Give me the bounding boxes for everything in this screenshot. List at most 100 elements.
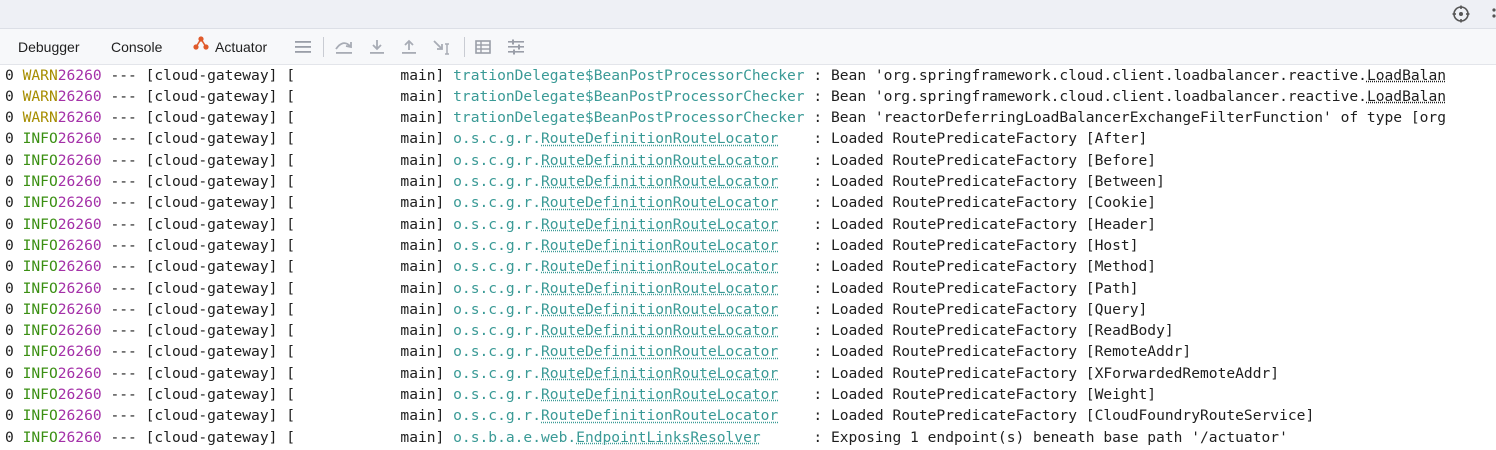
trace-settings-icon[interactable]	[505, 36, 527, 58]
log-padding	[778, 216, 813, 233]
log-message: Loaded RoutePredicateFactory [After]	[830, 130, 1148, 148]
step-into-icon[interactable]	[366, 36, 388, 58]
debug-toolbar: Debugger Console Actuator	[0, 29, 1496, 65]
tab-debugger[interactable]: Debugger	[18, 29, 80, 64]
log-app-name: [cloud-gateway]	[145, 386, 278, 403]
target-icon[interactable]	[1451, 4, 1471, 24]
log-colon: :	[813, 364, 831, 382]
log-level: INFO	[13, 236, 58, 254]
log-thread: [ main]	[277, 386, 454, 403]
log-message: Loaded RoutePredicateFactory [RemoteAddr…	[830, 343, 1192, 361]
log-colon: :	[813, 279, 831, 297]
log-thread: [ main]	[277, 236, 454, 254]
log-thread: [ main]	[277, 428, 454, 446]
log-padding	[778, 173, 813, 190]
tab-console[interactable]: Console	[111, 29, 162, 64]
log-logger-link[interactable]: RouteDefinitionRouteLocator	[541, 407, 779, 425]
log-line-fragment: 0	[5, 407, 14, 425]
log-thread: [ main]	[277, 407, 454, 425]
log-message: Loaded RoutePredicateFactory [Between]	[830, 173, 1165, 190]
tab-actuator[interactable]: Actuator	[192, 29, 267, 64]
log-logger-link[interactable]: RouteDefinitionRouteLocator	[541, 386, 779, 403]
log-message-link[interactable]: LoadBalan	[1366, 66, 1447, 84]
log-separator: ---	[101, 258, 146, 276]
log-message: Loaded RoutePredicateFactory [Host]	[830, 236, 1139, 254]
log-line: 0 INFO26260 --- [cloud-gateway] [ main] …	[5, 235, 1139, 256]
log-logger-link[interactable]: RouteDefinitionRouteLocator	[541, 322, 779, 340]
log-logger-link[interactable]: RouteDefinitionRouteLocator	[541, 300, 779, 318]
log-line: 0 INFO26260 --- [cloud-gateway] [ main] …	[5, 363, 1279, 384]
log-line-fragment: 0	[5, 343, 14, 361]
log-level: INFO	[13, 428, 58, 446]
log-colon: :	[813, 428, 831, 446]
log-app-name: [cloud-gateway]	[145, 66, 278, 84]
log-line: 0 INFO26260 --- [cloud-gateway] [ main] …	[5, 341, 1191, 362]
log-line-fragment: 0	[5, 279, 14, 297]
log-logger-link[interactable]: RouteDefinitionRouteLocator	[541, 364, 779, 382]
log-message-link[interactable]: LoadBalan	[1366, 87, 1447, 105]
log-separator: ---	[101, 364, 146, 382]
log-message: Bean 'org.springframework.cloud.client.l…	[830, 87, 1367, 105]
log-line-fragment: 0	[5, 428, 14, 446]
log-pid: 26260	[57, 364, 102, 382]
log-line: 0 WARN26260 --- [cloud-gateway] [ main] …	[5, 65, 1446, 86]
more-options-icon[interactable]	[1488, 4, 1496, 24]
log-separator: ---	[101, 343, 146, 361]
log-line: 0 INFO26260 --- [cloud-gateway] [ main] …	[5, 256, 1156, 277]
log-thread: [ main]	[277, 173, 454, 190]
log-padding	[778, 258, 813, 275]
log-logger-prefix: o.s.c.g.r.	[453, 151, 542, 169]
log-colon: :	[813, 407, 831, 425]
log-logger-link[interactable]: EndpointLinksResolver	[576, 428, 761, 446]
log-thread: [ main]	[277, 279, 454, 297]
log-pid: 26260	[57, 386, 102, 403]
log-logger-prefix: o.s.c.g.r.	[453, 258, 542, 276]
evaluate-table-icon[interactable]	[472, 36, 494, 58]
log-line-fragment: 0	[5, 300, 14, 318]
log-pid: 26260	[57, 109, 102, 127]
log-message: Exposing 1 endpoint(s) beneath base path…	[830, 428, 1288, 446]
log-line-fragment: 0	[5, 87, 14, 105]
log-app-name: [cloud-gateway]	[145, 236, 278, 254]
log-app-name: [cloud-gateway]	[145, 173, 278, 190]
log-line-fragment: 0	[5, 109, 14, 127]
log-pid: 26260	[57, 215, 102, 233]
run-to-cursor-icon[interactable]	[431, 36, 453, 58]
log-app-name: [cloud-gateway]	[145, 322, 278, 340]
log-level: WARN	[13, 66, 58, 84]
log-level: INFO	[13, 173, 58, 190]
log-separator: ---	[101, 215, 146, 233]
log-app-name: [cloud-gateway]	[145, 364, 278, 382]
log-separator: ---	[101, 87, 146, 105]
step-over-icon[interactable]	[333, 36, 355, 58]
log-colon: :	[813, 322, 831, 340]
log-logger-link[interactable]: RouteDefinitionRouteLocator	[541, 130, 779, 148]
log-separator: ---	[101, 300, 146, 318]
log-logger-link[interactable]: RouteDefinitionRouteLocator	[541, 279, 779, 297]
log-thread: [ main]	[277, 151, 454, 169]
log-logger-link[interactable]: RouteDefinitionRouteLocator	[541, 194, 779, 212]
log-level: INFO	[13, 194, 58, 212]
log-line: 0 INFO26260 --- [cloud-gateway] [ main] …	[5, 214, 1156, 235]
log-level: INFO	[13, 364, 58, 382]
log-pid: 26260	[57, 130, 102, 148]
log-thread: [ main]	[277, 87, 454, 105]
log-logger-link[interactable]: RouteDefinitionRouteLocator	[541, 173, 779, 190]
log-app-name: [cloud-gateway]	[145, 109, 278, 127]
log-padding	[778, 343, 813, 360]
menu-icon[interactable]	[292, 36, 314, 58]
log-thread: [ main]	[277, 300, 454, 318]
log-logger-link[interactable]: RouteDefinitionRouteLocator	[541, 151, 779, 169]
log-level: WARN	[13, 109, 58, 127]
step-out-icon[interactable]	[398, 36, 420, 58]
log-logger-link[interactable]: RouteDefinitionRouteLocator	[541, 258, 779, 276]
log-separator: ---	[101, 109, 146, 127]
log-logger-link[interactable]: RouteDefinitionRouteLocator	[541, 343, 779, 361]
console-output[interactable]: 0 WARN26260 --- [cloud-gateway] [ main] …	[0, 64, 1496, 450]
log-line-fragment: 0	[5, 236, 14, 254]
log-separator: ---	[101, 386, 146, 403]
log-logger-prefix: o.s.c.g.r.	[453, 386, 542, 403]
log-logger-link[interactable]: RouteDefinitionRouteLocator	[541, 215, 779, 233]
log-logger-link[interactable]: RouteDefinitionRouteLocator	[541, 236, 779, 254]
log-padding	[778, 237, 813, 254]
